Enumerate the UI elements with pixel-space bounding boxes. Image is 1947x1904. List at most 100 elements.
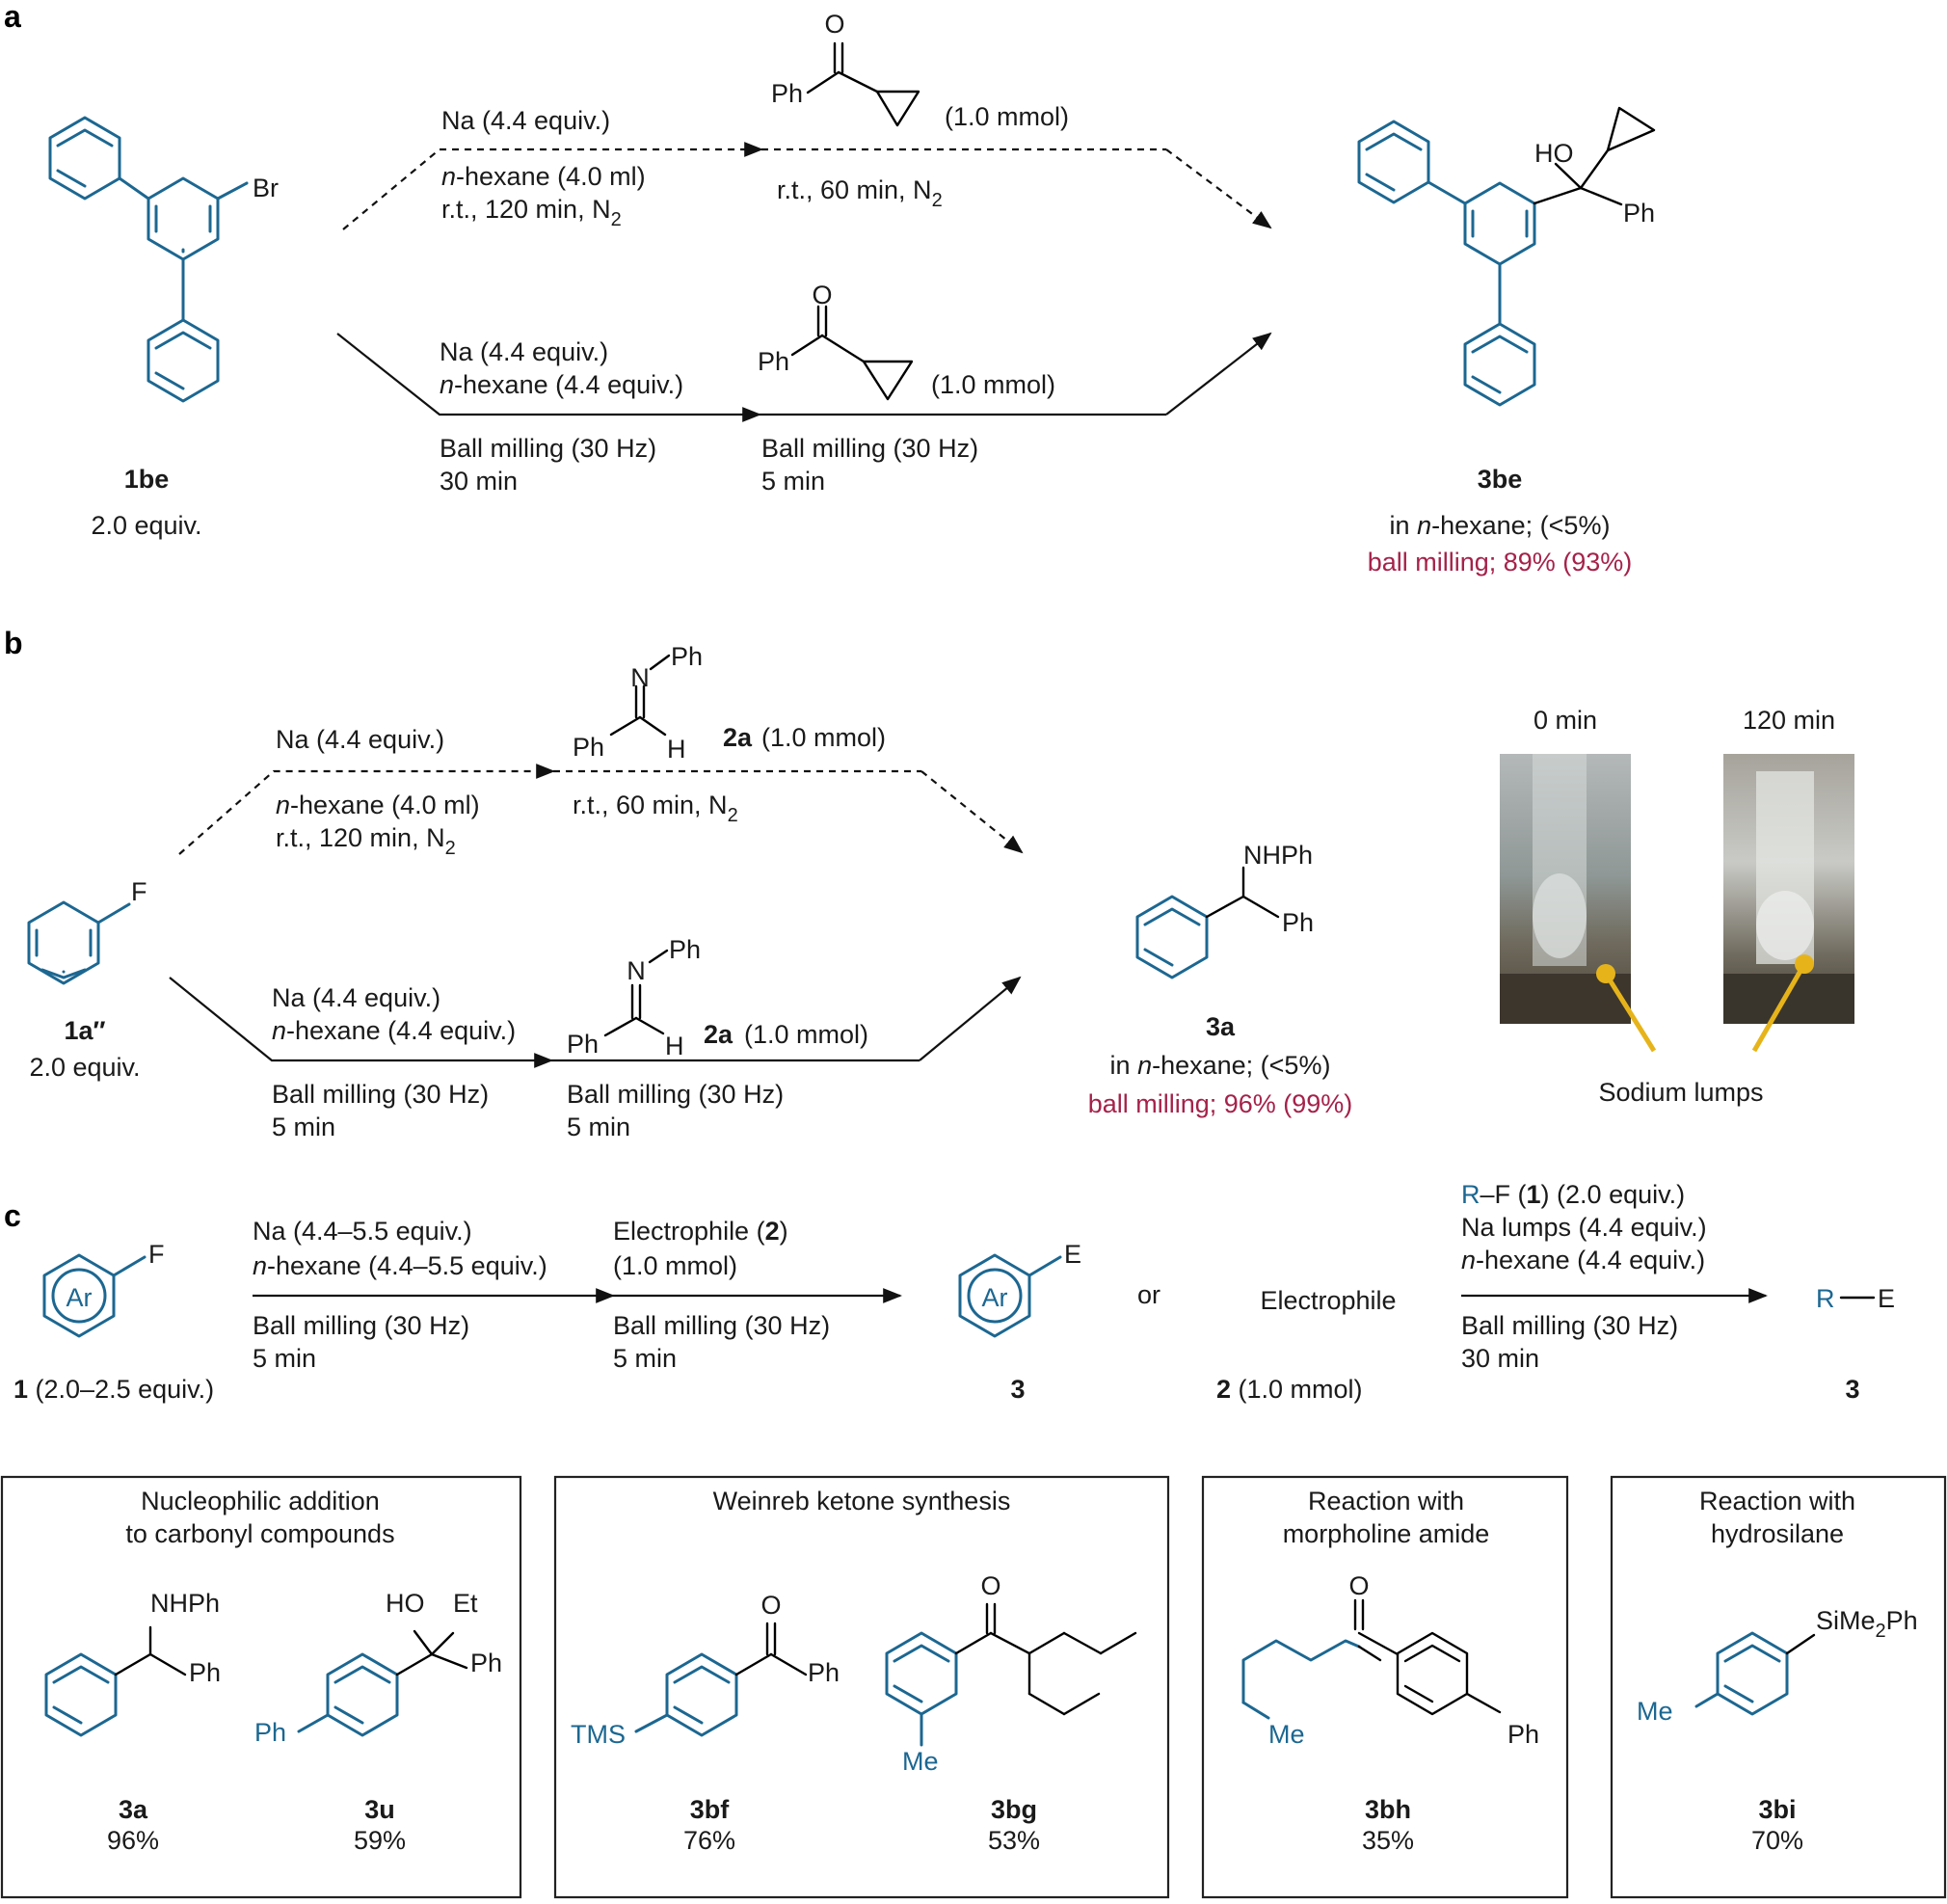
3be-ho: HO — [1534, 139, 1574, 168]
box3-3bh-label: 3bh — [1365, 1795, 1411, 1824]
dashed-arrow-a-2 — [1165, 148, 1272, 229]
3a-nhph: NHPh — [1243, 841, 1313, 870]
box3-3bh-structure — [1241, 1598, 1502, 1720]
box3-3bh-ph: Ph — [1507, 1720, 1539, 1749]
compound-1be-equiv: 2.0 equiv. — [91, 511, 201, 540]
panel-a-letter: a — [4, 0, 21, 34]
box4-3bi-label: 3bi — [1758, 1795, 1796, 1824]
compound-1be-structure — [48, 116, 249, 403]
c-r-t: 30 min — [1461, 1344, 1539, 1373]
panel-b-letter: b — [4, 626, 23, 660]
box2-3bg-me: Me — [902, 1747, 939, 1776]
3be-ph: Ph — [1623, 199, 1655, 228]
3a-result-ballmilling: ball milling; 96% (99%) — [1088, 1089, 1353, 1118]
ar-f: F — [148, 1240, 165, 1269]
ar-e-e: E — [1064, 1240, 1081, 1269]
box1-3a-nhph: NHPh — [150, 1589, 220, 1618]
re-label: 3 — [1845, 1375, 1859, 1404]
a-bot-bm2: Ball milling (30 Hz) — [761, 434, 978, 463]
sodium-lump-pointers — [1596, 954, 1814, 1053]
b-bot-na: Na (4.4 equiv.) — [272, 983, 440, 1012]
box1-3u-ph: Ph — [470, 1649, 502, 1677]
br-label: Br — [253, 174, 279, 202]
imine-top-ph: Ph — [573, 733, 604, 762]
c-r-bm: Ball milling (30 Hz) — [1461, 1311, 1678, 1340]
imine-top-label: 2a — [723, 723, 753, 752]
box2-3bf-yield: 76% — [683, 1826, 735, 1855]
box-nucleophilic-addition — [0, 1475, 522, 1899]
box4-3bi-si: SiMe2Ph — [1816, 1606, 1918, 1642]
re-r: R — [1816, 1284, 1835, 1313]
box1-3u-yield: 59% — [354, 1826, 406, 1855]
c-s1-na: Na (4.4–5.5 equiv.) — [253, 1217, 472, 1246]
box2-3bg-yield: 53% — [988, 1826, 1040, 1855]
box-morpholine — [1201, 1475, 1569, 1899]
box1-3a-structure — [44, 1625, 187, 1737]
compound-1a-equiv: 2.0 equiv. — [29, 1053, 140, 1082]
3be-result-hexane: in n-hexane; (<5%) — [1390, 511, 1611, 540]
compound-1a-label: 1a′′ — [65, 1016, 106, 1045]
c-s1-t: 5 min — [253, 1344, 316, 1373]
photo-120min — [1723, 754, 1854, 1024]
box2-3bf-label: 3bf — [690, 1795, 731, 1824]
box1-3u-ho: HO — [386, 1589, 425, 1618]
solid-arrow-a-2 — [1165, 332, 1272, 416]
b-top-hexane: n-hexane (4.0 ml) — [276, 791, 480, 819]
compound-3-label: 3 — [1010, 1375, 1025, 1404]
imine-top-h: H — [667, 735, 686, 764]
compound-3a-structure — [1135, 866, 1280, 979]
b-top-na: Na (4.4 equiv.) — [276, 725, 444, 754]
dashed-arrow-b-2 — [920, 770, 1024, 854]
ar-f-structure — [42, 1253, 147, 1338]
box3-3bh-o: O — [1348, 1571, 1369, 1600]
panel-c-letter: c — [4, 1198, 21, 1233]
3be-result-ballmilling: ball milling; 89% (93%) — [1368, 548, 1633, 577]
box4-title1: Reaction with — [1699, 1487, 1855, 1515]
dashed-path-b-1 — [178, 769, 542, 855]
ketone-bottom-ph: Ph — [758, 347, 789, 376]
3a-ph: Ph — [1282, 908, 1314, 937]
imine-top-structure — [609, 654, 671, 737]
a-bot-hexane: n-hexane (4.4 equiv.) — [440, 370, 683, 399]
b-bot-bm1: Ball milling (30 Hz) — [272, 1080, 489, 1109]
a-top-cond: r.t., 120 min, N2 — [441, 195, 622, 230]
box2-title1: Weinreb ketone synthesis — [713, 1487, 1011, 1515]
re-e: E — [1878, 1284, 1895, 1313]
electrophile-text: Electrophile — [1260, 1286, 1396, 1315]
box2-3bg-o: O — [980, 1571, 1000, 1600]
c-s2-bm: Ball milling (30 Hz) — [613, 1311, 830, 1340]
box2-3bg-structure — [885, 1602, 1137, 1747]
b-bot-bm2: Ball milling (30 Hz) — [567, 1080, 784, 1109]
imine-top-nph: Ph — [671, 642, 703, 671]
a-top-cond2: r.t., 60 min, N2 — [777, 175, 943, 211]
a-bot-t1: 30 min — [440, 467, 518, 496]
a-top-na: Na (4.4 equiv.) — [441, 106, 610, 135]
compound-3a-label: 3a — [1206, 1012, 1236, 1041]
ar-label: Ar — [67, 1283, 93, 1312]
b-bot-t2: 5 min — [567, 1113, 630, 1141]
box1-title1: Nucleophilic addition — [141, 1487, 380, 1515]
photo-0min — [1500, 754, 1631, 1024]
box2-3bf-o: O — [760, 1591, 781, 1620]
box3-title2: morpholine amide — [1283, 1519, 1490, 1548]
c-s2-amount: (1.0 mmol) — [613, 1251, 737, 1280]
b-top-cond: r.t., 120 min, N2 — [276, 823, 456, 859]
solid-arrow-b-2 — [919, 976, 1022, 1061]
b-bot-hexane: n-hexane (4.4 equiv.) — [272, 1016, 516, 1045]
ketone-top-structure — [806, 41, 920, 127]
box2-3bf-tms: TMS — [571, 1720, 626, 1749]
imine-bottom-ph: Ph — [567, 1030, 599, 1059]
ar-e-structure — [958, 1253, 1062, 1338]
compound-3be-structure — [1357, 106, 1656, 407]
box3-3bh-me: Me — [1268, 1720, 1305, 1749]
ketone-bottom-structure — [790, 305, 914, 401]
a-bot-na: Na (4.4 equiv.) — [440, 337, 608, 366]
c-s1-bm: Ball milling (30 Hz) — [253, 1311, 469, 1340]
c-s2-electrophile: Electrophile (2) — [613, 1217, 788, 1246]
ketone-bottom-o: O — [812, 281, 832, 309]
a-bot-bm1: Ball milling (30 Hz) — [440, 434, 656, 463]
imine-top-amount: (1.0 mmol) — [761, 723, 886, 752]
ketone-bottom-amount: (1.0 mmol) — [931, 370, 1055, 399]
